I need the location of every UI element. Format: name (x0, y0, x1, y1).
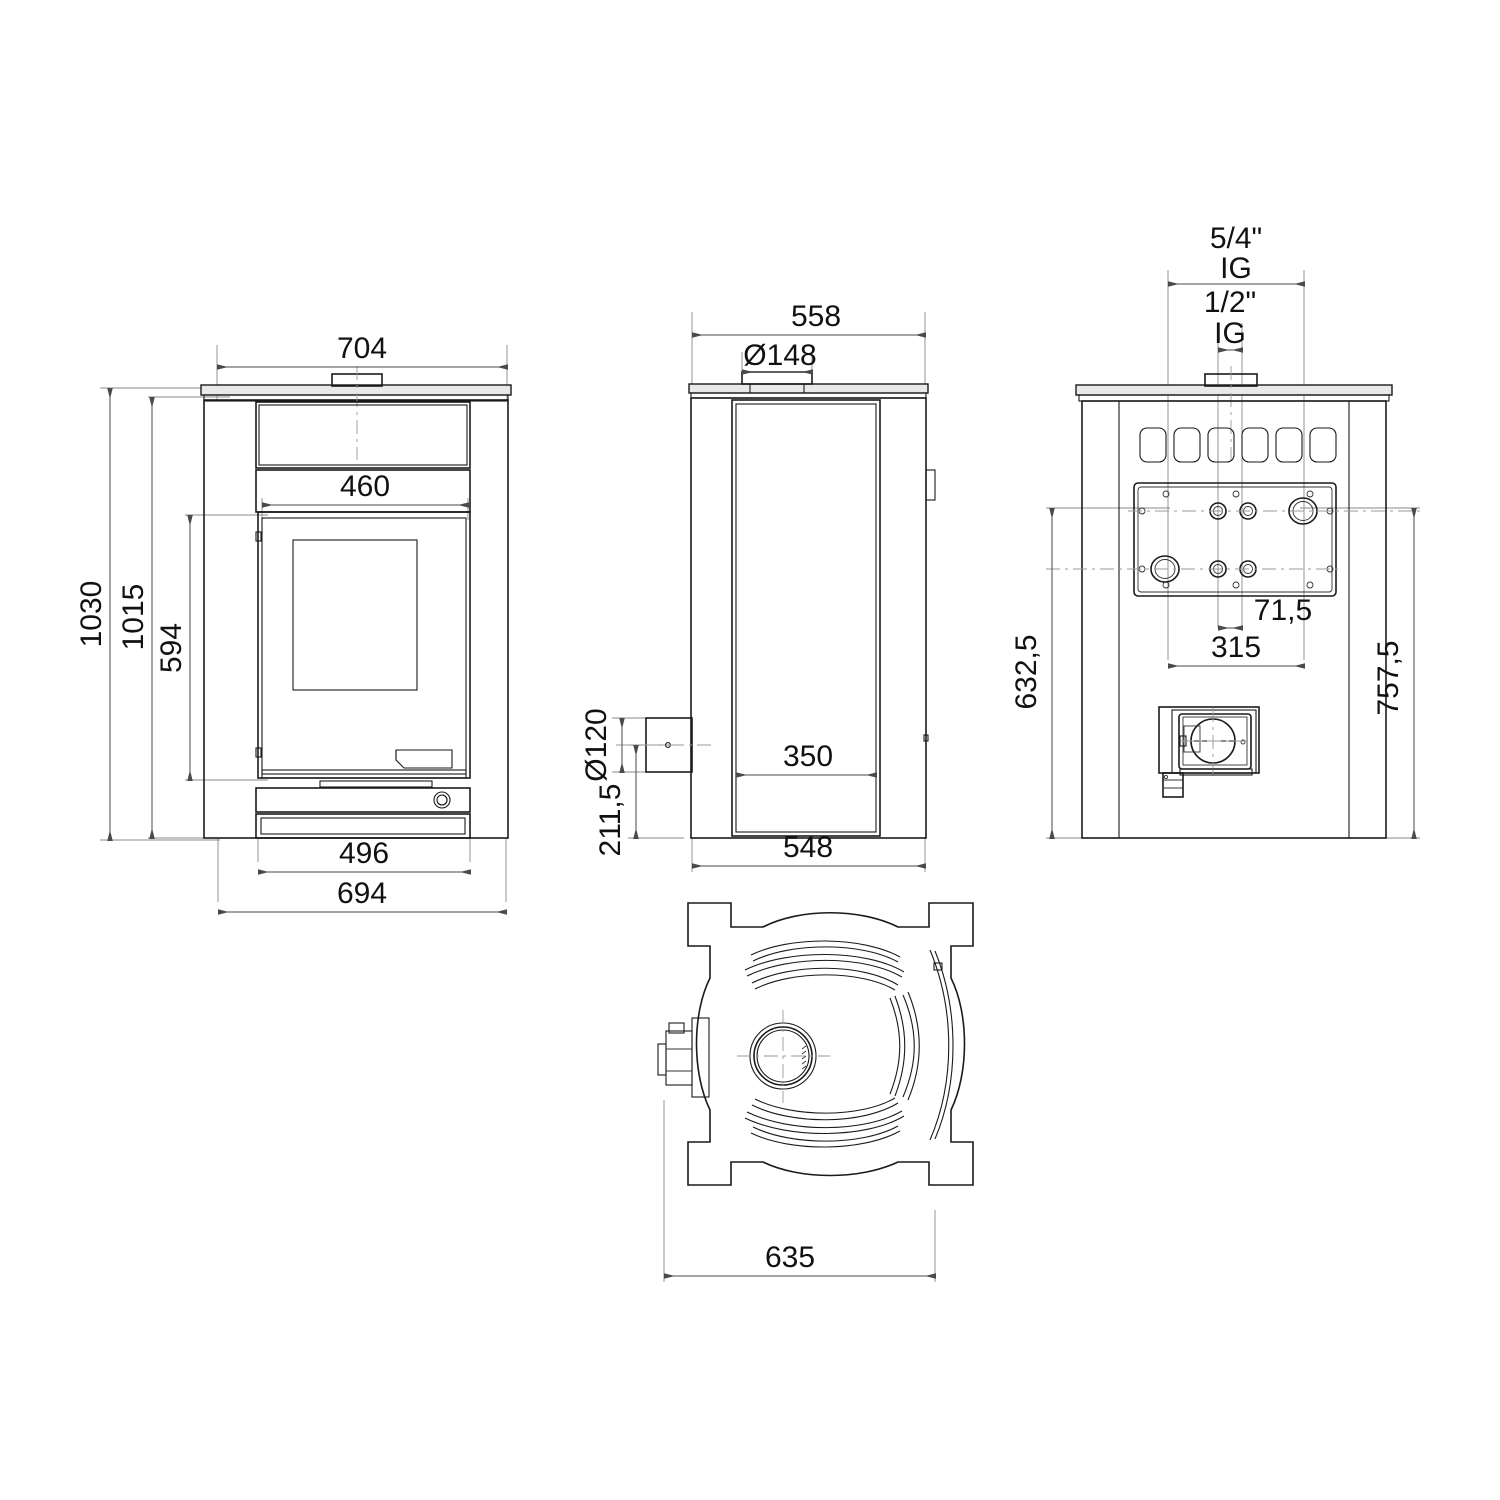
dim-side-flue-rear: Ø120 (580, 708, 625, 782)
dim-side-flue-rear-label: Ø120 (580, 708, 613, 781)
front-view-body (200, 366, 512, 839)
dim-side-inner-depth-label: 350 (783, 740, 833, 773)
dim-front-body-height-label: 1015 (117, 584, 150, 651)
dim-side-inner-depth: 350 (736, 740, 877, 778)
dim-front-total-width: 704 (217, 332, 508, 370)
dim-rear-spacing-small: 71,5 (1218, 594, 1312, 631)
dim-rear-thread-large-type-label: IG (1220, 252, 1252, 285)
dim-front-door-height-label: 594 (155, 623, 188, 673)
dim-front-total-height: 1030 (75, 388, 113, 841)
rear-blower-assembly (1158, 706, 1260, 798)
dim-front-door-width: 460 (262, 470, 469, 508)
top-view: 635 (657, 902, 974, 1282)
dim-side-flue-top-label: Ø148 (743, 339, 816, 372)
rear-view-body (1046, 366, 1420, 839)
front-control-knob-icon (433, 791, 451, 809)
dim-side-rear-height-label: 211,5 (594, 784, 627, 857)
dim-rear-thread-small-label: 1/2" (1204, 286, 1256, 319)
top-view-decor-arcs (744, 940, 905, 991)
dim-side-base-depth: 548 (692, 831, 926, 869)
dim-side-total-depth: 558 (692, 300, 926, 338)
dim-top-width-label: 635 (765, 1241, 815, 1274)
dim-rear-height-left: 632,5 (1010, 508, 1055, 839)
dim-front-door-width-label: 460 (340, 470, 390, 503)
rear-mounting-plate (1046, 482, 1420, 597)
dim-side-rear-height: 211,5 (594, 745, 639, 857)
front-view: 704 1030 1015 594 460 496 (75, 332, 512, 915)
dim-front-outer-width: 694 (218, 877, 507, 915)
front-view-extension-lines (100, 345, 508, 902)
dim-side-flue-top: Ø148 (742, 339, 817, 375)
dim-rear-height-left-label: 632,5 (1010, 634, 1043, 709)
side-view: 558 Ø148 Ø120 211,5 350 548 (580, 300, 936, 872)
top-view-body (657, 902, 974, 1186)
dim-front-body-width-label: 496 (339, 837, 389, 870)
dim-rear-height-right: 757,5 (1372, 508, 1417, 839)
dim-side-base-depth-label: 548 (783, 831, 833, 864)
dim-front-total-width-label: 704 (337, 332, 387, 365)
side-view-extension-lines (612, 312, 926, 872)
dim-front-body-height: 1015 (117, 397, 155, 839)
top-view-decor-arcs-bottom (744, 1097, 905, 1148)
top-view-door-arcs (889, 949, 954, 1141)
dim-rear-spacing-large: 315 (1168, 631, 1305, 669)
dim-front-door-height: 594 (155, 515, 193, 781)
dim-rear-thread-small: 1/2" IG (1204, 286, 1256, 353)
rear-view: 5/4" IG 1/2" IG 71,5 315 632,5 757,5 (1010, 222, 1420, 839)
side-view-body (616, 371, 936, 839)
dim-rear-thread-small-type-label: IG (1214, 317, 1246, 350)
top-view-rear-outlet (657, 1017, 710, 1098)
dim-rear-spacing-large-label: 315 (1211, 631, 1261, 664)
rear-vent-slots (1139, 427, 1337, 463)
dim-front-body-width: 496 (258, 837, 471, 875)
dim-rear-thread-large-label: 5/4" (1210, 222, 1262, 255)
dim-rear-height-right-label: 757,5 (1372, 640, 1405, 715)
top-view-flue-collar (737, 1010, 830, 1103)
dim-rear-thread-large: 5/4" IG (1168, 222, 1305, 287)
dim-rear-spacing-small-label: 71,5 (1254, 594, 1312, 627)
rear-view-extension-lines (1046, 270, 1420, 839)
dim-top-width: 635 (664, 1241, 936, 1279)
dim-front-total-height-label: 1030 (75, 581, 108, 648)
dim-front-outer-width-label: 694 (337, 877, 387, 910)
top-view-extension-lines (663, 1100, 936, 1282)
dim-side-total-depth-label: 558 (791, 300, 841, 333)
